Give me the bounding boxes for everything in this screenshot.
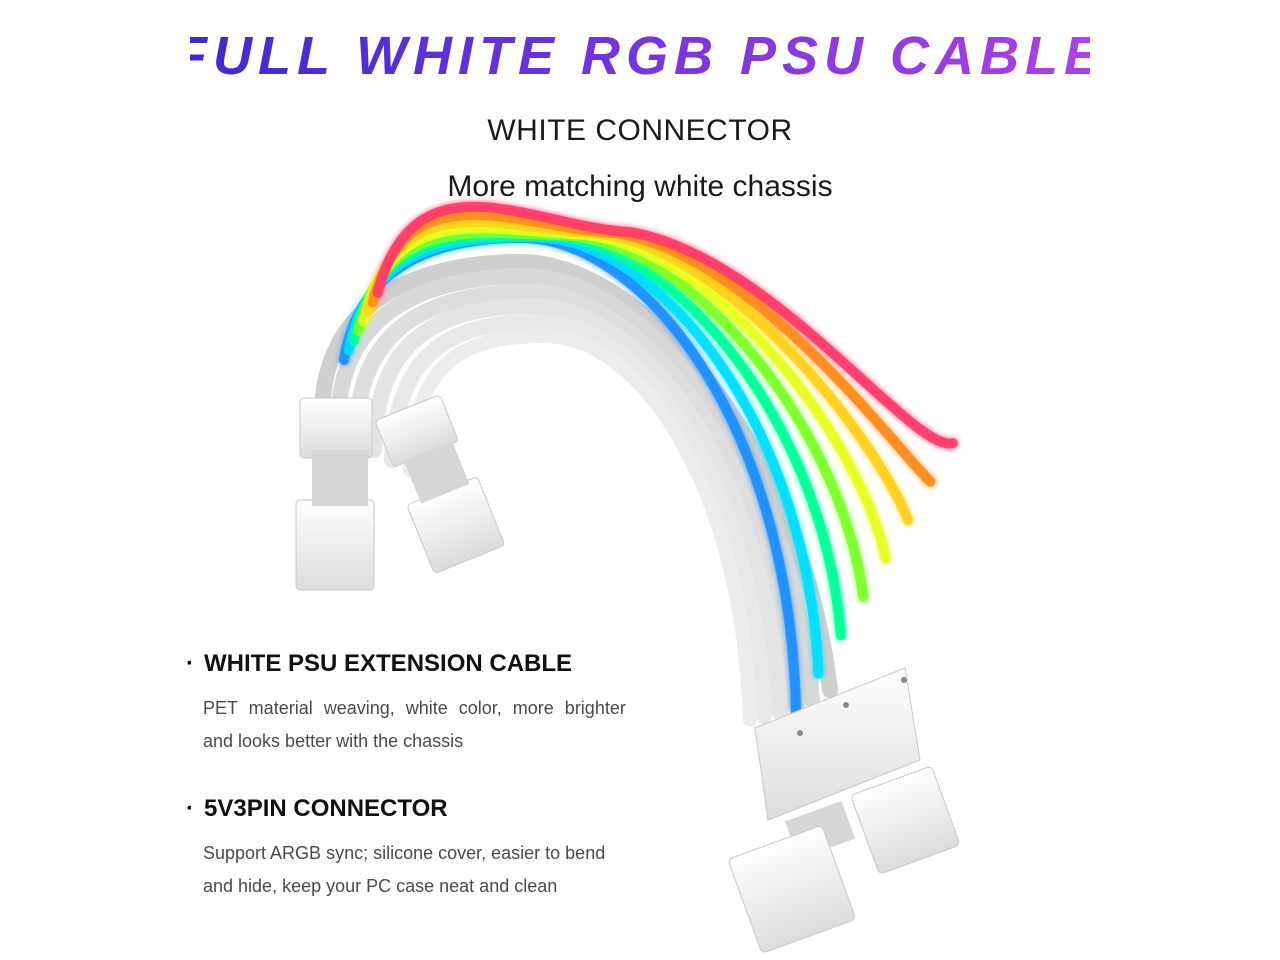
connector-left-1 [295, 397, 375, 591]
headline-text: FULL WHITE RGB PSU CABLE [190, 26, 1090, 86]
sleeved-wires-back [313, 253, 838, 727]
headline-graphic: FULL WHITE RGB PSU CABLE [190, 26, 1090, 86]
feature-title-text: WHITE PSU EXTENSION CABLE [204, 650, 573, 677]
connector-bottom-2 [851, 766, 960, 874]
feature-description-line: PET material weaving, white color, more … [203, 698, 626, 718]
connector-left-2 [375, 395, 505, 573]
bullet-icon: · [186, 795, 194, 822]
feature-description-line: and hide, keep your PC case neat and cle… [203, 876, 558, 896]
rgb-glow-strands [339, 201, 958, 717]
bullet-icon: · [186, 650, 194, 677]
feature-extension-cable: · WHITE PSU EXTENSION CABLE PET material … [186, 650, 656, 758]
headline: FULL WHITE RGB PSU CABLE [0, 20, 1280, 94]
subheading-connector: WHITE CONNECTOR [487, 114, 793, 147]
feature-description-line: Support ARGB sync; silicone cover, easie… [203, 843, 606, 863]
connector-bottom-1 [728, 826, 856, 953]
subheading-chassis: More matching white chassis [447, 170, 833, 203]
feature-title: · WHITE PSU EXTENSION CABLE [186, 650, 656, 678]
feature-5v3pin-connector: · 5V3PIN CONNECTOR Support ARGB sync; sil… [186, 795, 656, 903]
feature-description-line: and looks better with the chassis [203, 731, 464, 751]
feature-description: PET material weaving, white color, more … [203, 692, 656, 758]
feature-title: · 5V3PIN CONNECTOR [186, 795, 656, 823]
feature-title-text: 5V3PIN CONNECTOR [204, 795, 448, 822]
feature-description: Support ARGB sync; silicone cover, easie… [203, 837, 656, 903]
rgb-strand [372, 201, 958, 449]
